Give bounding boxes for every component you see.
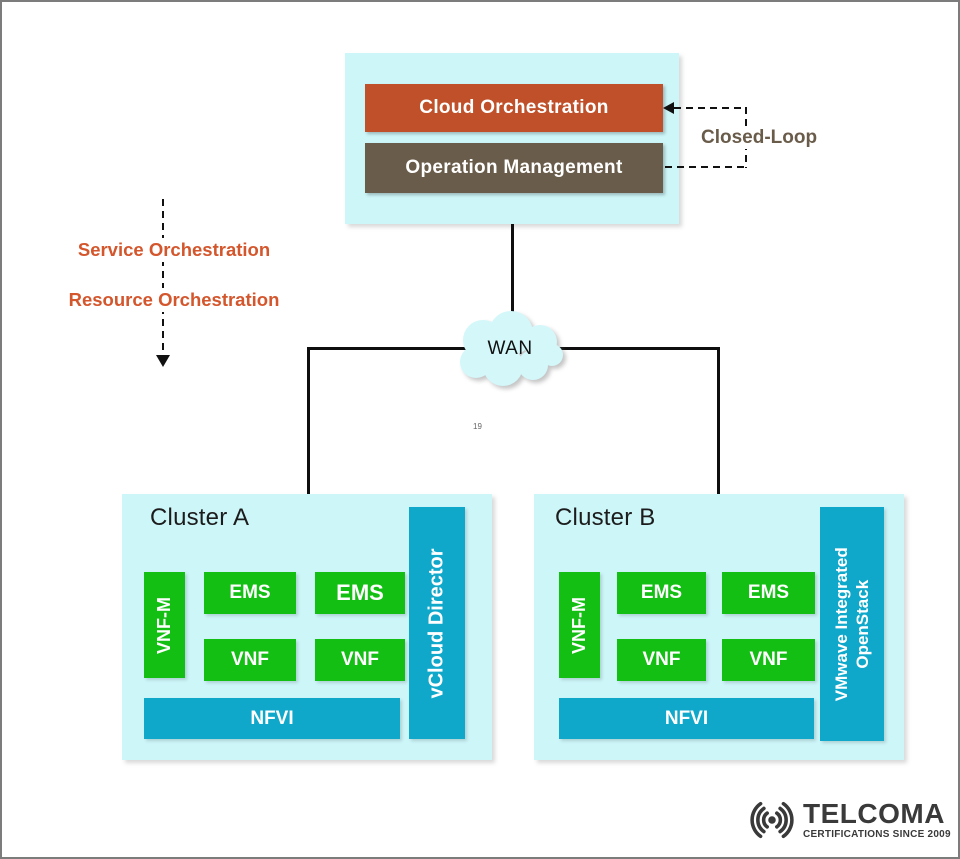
cluster-b-vnf1-label: VNF [642, 649, 681, 670]
cluster-b-title: Cluster B [555, 504, 656, 531]
orchestration-arrowhead-icon [156, 355, 170, 367]
cluster-b-panel: Cluster B VNF-M EMS EMS VNF VNF NFVI VMw… [534, 494, 904, 760]
wan-label: WAN [487, 338, 533, 359]
cluster-a-platform-box: vCloud Director [409, 507, 465, 739]
cluster-b-platform-line1: VMwave Integrated [831, 547, 851, 701]
cluster-a-title: Cluster A [150, 504, 250, 531]
page-number: 19 [473, 422, 482, 431]
resource-orchestration-label: Resource Orchestration [57, 288, 291, 312]
cluster-b-ems2-label: EMS [747, 582, 790, 603]
connector-to-cluster-b [717, 347, 720, 494]
logo-brand: TELCOMA [803, 798, 945, 829]
cluster-b-platform-line2: OpenStack [853, 579, 872, 669]
cluster-b-platform-box: VMwave Integrated OpenStack [820, 507, 884, 741]
cluster-a-vnf2-box: VNF [315, 639, 405, 681]
operation-management-label: Operation Management [405, 157, 623, 178]
cluster-b-vnfm-label: VNF-M [569, 596, 589, 654]
cloud-orchestration-box: Cloud Orchestration [365, 84, 663, 132]
radio-signal-icon [750, 801, 794, 839]
closed-loop-label: Closed-Loop [698, 127, 821, 149]
cluster-a-vnf1-box: VNF [204, 639, 296, 681]
cluster-a-platform-label: vCloud Director [425, 547, 448, 699]
cluster-a-ems1-box: EMS [204, 572, 296, 614]
cluster-b-vnfm-box: VNF-M [559, 572, 600, 678]
cluster-a-ems2-label: EMS [336, 580, 384, 605]
cluster-a-vnfm-label: VNF-M [154, 596, 174, 654]
connector-to-cluster-a [307, 347, 310, 494]
cluster-b-ems2-box: EMS [722, 572, 815, 614]
cluster-a-nfvi-box: NFVI [144, 698, 400, 739]
cluster-a-panel: Cluster A VNF-M EMS EMS VNF VNF NFVI vCl… [122, 494, 492, 760]
operation-management-box: Operation Management [365, 143, 663, 193]
telcoma-logo: TELCOMA CERTIFICATIONS SINCE 2009 [743, 798, 951, 842]
cluster-a-vnf2-label: VNF [341, 649, 379, 670]
cluster-b-vnf2-label: VNF [749, 649, 788, 670]
wan-cloud: WAN [445, 308, 575, 396]
cloud-shape-icon [460, 311, 563, 386]
cluster-b-nfvi-label: NFVI [664, 707, 709, 729]
cluster-a-ems1-label: EMS [229, 582, 271, 603]
logo-tagline: CERTIFICATIONS SINCE 2009 [803, 829, 951, 840]
cluster-b-ems1-label: EMS [640, 582, 683, 603]
connector-topbox-to-wan [511, 224, 514, 324]
cluster-a-ems2-box: EMS [315, 572, 405, 614]
cloud-orchestration-label: Cloud Orchestration [419, 97, 609, 118]
service-orchestration-label: Service Orchestration [65, 238, 283, 262]
cluster-b-ems1-box: EMS [617, 572, 706, 614]
cluster-a-vnfm-box: VNF-M [144, 572, 185, 678]
cluster-a-nfvi-label: NFVI [250, 707, 294, 729]
closed-loop-arrowhead-icon [663, 102, 674, 114]
closed-loop-dash-bottom [665, 166, 747, 168]
cluster-a-vnf1-label: VNF [231, 649, 269, 670]
orchestration-dash-line [162, 199, 164, 357]
cluster-b-platform-label: VMwave Integrated OpenStack [831, 547, 874, 701]
cluster-b-vnf1-box: VNF [617, 639, 706, 681]
closed-loop-dash-top [674, 107, 746, 109]
logo-text-block: TELCOMA CERTIFICATIONS SINCE 2009 [803, 798, 951, 841]
cluster-b-nfvi-box: NFVI [559, 698, 814, 739]
cluster-b-vnf2-box: VNF [722, 639, 815, 681]
orchestration-panel [345, 53, 679, 224]
